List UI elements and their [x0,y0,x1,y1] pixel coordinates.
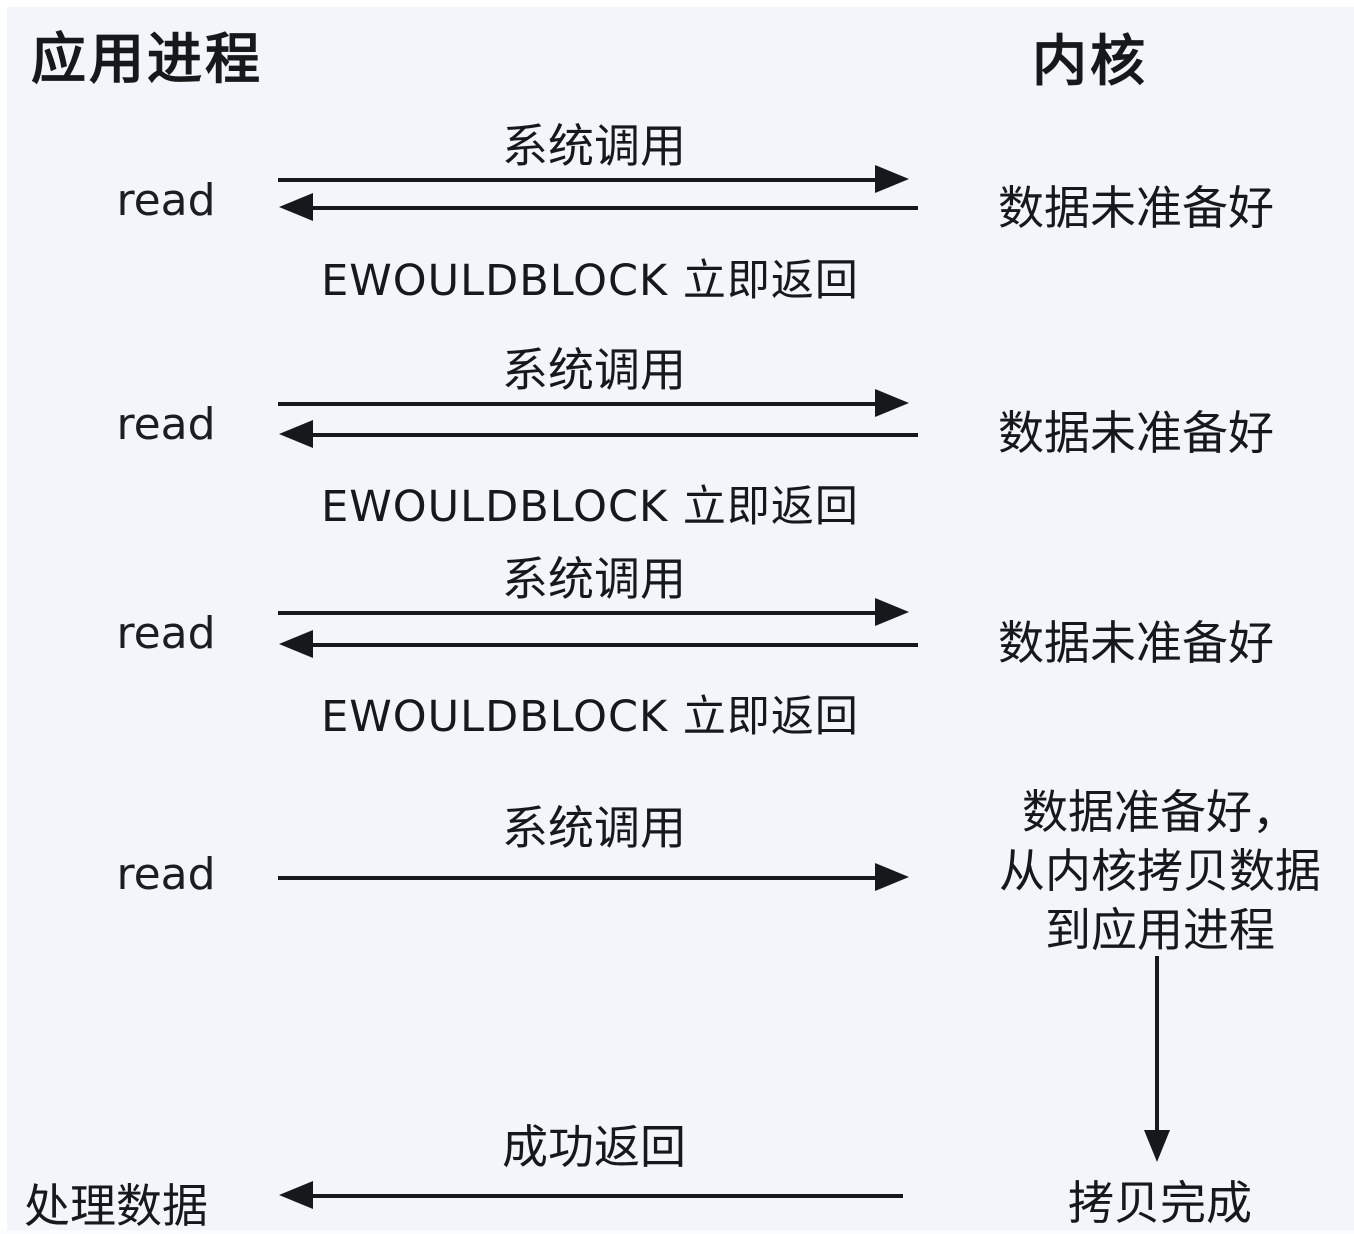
return-arrow-2 [279,420,918,448]
page-edge-bottom [0,1230,1354,1234]
process-data-label: 处理数据 [24,1179,208,1233]
page-edge-left [0,0,7,1234]
syscall-label-4: 系统调用 [502,801,686,855]
kernel-status-final-line2: 从内核拷贝数据 [999,844,1321,898]
kernel-header: 内核 [1032,29,1149,93]
app-process-header: 应用进程 [31,27,264,91]
kernel-status-2: 数据未准备好 [998,406,1274,460]
copy-done-label: 拷贝完成 [1068,1176,1252,1230]
read-label-4: read [116,849,216,900]
read-label-1: read [116,175,216,226]
success-return-arrow [279,1181,903,1209]
arrowhead-left-icon [279,1181,313,1209]
kernel-status-final: 数据准备好， 从内核拷贝数据 到应用进程 [992,783,1328,960]
copy-progress-arrow [1144,956,1170,1162]
syscall-arrow-1 [278,165,909,193]
arrowhead-left-icon [279,630,313,658]
ewouldblock-label-1: EWOULDBLOCK 立即返回 [321,256,859,306]
kernel-status-final-line3: 到应用进程 [1045,903,1275,957]
arrowhead-right-icon [875,863,909,891]
ewouldblock-label-2: EWOULDBLOCK 立即返回 [321,482,859,532]
syscall-label-3: 系统调用 [502,552,686,606]
kernel-status-3: 数据未准备好 [998,616,1274,670]
syscall-arrow-3 [278,598,909,626]
read-label-2: read [116,399,216,450]
syscall-arrow-2 [278,389,909,417]
kernel-status-final-line1: 数据准备好， [1022,785,1298,839]
read-label-3: read [116,608,216,659]
page-edge-top [0,0,1354,7]
syscall-label-2: 系统调用 [502,343,686,397]
arrowhead-right-icon [875,165,909,193]
arrowhead-right-icon [875,598,909,626]
syscall-label-1: 系统调用 [502,119,686,173]
ewouldblock-label-3: EWOULDBLOCK 立即返回 [321,692,859,742]
kernel-status-1: 数据未准备好 [998,181,1274,235]
arrowhead-left-icon [279,420,313,448]
return-arrow-1 [279,193,918,221]
arrowhead-down-icon [1144,1130,1170,1162]
arrowhead-right-icon [875,389,909,417]
syscall-arrow-4 [278,863,909,891]
arrowhead-left-icon [279,193,313,221]
success-return-label: 成功返回 [502,1120,686,1174]
return-arrow-3 [279,630,918,658]
